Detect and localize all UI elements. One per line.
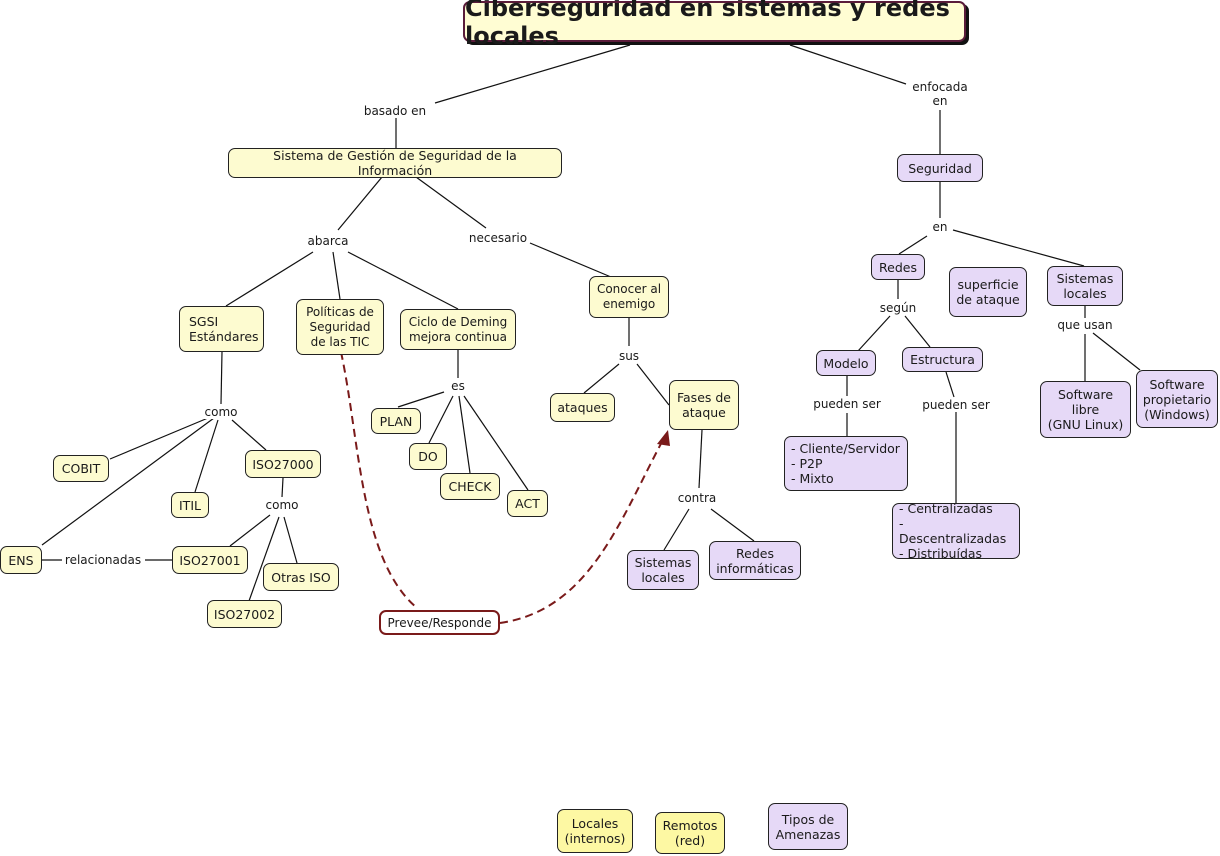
link-label: sus bbox=[616, 349, 642, 363]
link-line bbox=[663, 508, 690, 551]
link-label: según bbox=[877, 301, 919, 315]
link-line bbox=[529, 242, 612, 278]
link-line bbox=[952, 229, 1085, 267]
link-line bbox=[710, 508, 755, 542]
link-label: basado en bbox=[361, 104, 429, 118]
link-line bbox=[636, 363, 670, 406]
concept-redes-informaticas[interactable]: Redes informáticas bbox=[709, 541, 801, 580]
concept-estructura[interactable]: Estructura bbox=[902, 347, 983, 372]
concept-seguridad[interactable]: Seguridad bbox=[897, 154, 983, 182]
link-label: como bbox=[263, 498, 301, 512]
concept-cobit[interactable]: COBIT bbox=[53, 455, 109, 482]
link-line bbox=[434, 44, 631, 104]
dashed-link-politicas-prevee bbox=[340, 351, 418, 609]
link-line bbox=[248, 516, 280, 602]
concept-fases-ataque[interactable]: Fases de ataque bbox=[669, 380, 739, 430]
arrowhead-icon bbox=[657, 430, 670, 446]
concept-plan[interactable]: PLAN bbox=[371, 408, 421, 434]
link-line bbox=[415, 176, 487, 229]
link-line bbox=[332, 251, 341, 300]
link-label: relacionadas bbox=[62, 553, 144, 567]
concept-act[interactable]: ACT bbox=[507, 490, 548, 517]
concept-software-propietario[interactable]: Software propietario (Windows) bbox=[1136, 370, 1218, 428]
concept-iso27000[interactable]: ISO27000 bbox=[245, 450, 321, 478]
concept-sgsi-estandares[interactable]: SGSI Estándares bbox=[179, 306, 264, 352]
link-line bbox=[463, 395, 529, 491]
link-label: enfocada en bbox=[910, 80, 970, 108]
concept-iso27001[interactable]: ISO27001 bbox=[172, 546, 248, 574]
concept-politicas[interactable]: Políticas de Seguridad de las TIC bbox=[296, 299, 384, 355]
link-line bbox=[337, 176, 383, 231]
concept-prevee-responde[interactable]: Prevee/Responde bbox=[379, 610, 500, 635]
link-label: es bbox=[449, 379, 467, 393]
link-line bbox=[229, 514, 271, 547]
legend-tipos-amenazas: Tipos de Amenazas bbox=[768, 803, 848, 850]
link-line bbox=[1092, 332, 1141, 371]
link-line bbox=[347, 251, 459, 310]
concept-do[interactable]: DO bbox=[409, 443, 447, 470]
link-label: necesario bbox=[466, 231, 530, 245]
link-line bbox=[225, 251, 314, 307]
link-line bbox=[281, 477, 284, 498]
link-line bbox=[194, 419, 219, 493]
link-line bbox=[109, 417, 209, 460]
link-line bbox=[428, 395, 454, 444]
link-line bbox=[283, 516, 298, 564]
link-label: pueden ser bbox=[811, 397, 883, 411]
link-line bbox=[231, 419, 267, 451]
concept-ataques[interactable]: ataques bbox=[550, 393, 615, 422]
concept-sgsi[interactable]: Sistema de Gestión de Seguridad de la In… bbox=[228, 148, 562, 178]
link-line bbox=[220, 351, 223, 405]
link-line bbox=[583, 363, 620, 394]
concept-sistemas-locales[interactable]: Sistemas locales bbox=[627, 550, 699, 590]
dashed-link-prevee-fases bbox=[499, 437, 665, 624]
link-line bbox=[458, 395, 471, 474]
legend-locales: Locales (internos) bbox=[557, 809, 633, 853]
concept-redes[interactable]: Redes bbox=[871, 254, 925, 280]
link-line bbox=[904, 315, 931, 348]
concept-modelo[interactable]: Modelo bbox=[816, 350, 876, 376]
map-title: Ciberseguridad en sistemas y redes local… bbox=[463, 0, 966, 50]
link-label: que usan bbox=[1055, 318, 1115, 332]
link-line bbox=[898, 235, 928, 255]
concept-conocer-enemigo[interactable]: Conocer al enemigo bbox=[589, 276, 669, 318]
link-line bbox=[945, 371, 955, 398]
legend-remotos: Remotos (red) bbox=[655, 812, 725, 854]
concept-ciclo-deming[interactable]: Ciclo de Deming mejora continua bbox=[400, 309, 516, 350]
concept-sistemas-locales-os[interactable]: Sistemas locales bbox=[1047, 266, 1123, 306]
link-label: pueden ser bbox=[920, 398, 992, 412]
link-label: abarca bbox=[305, 234, 351, 248]
concept-modelo-tipos[interactable]: - Cliente/Servidor - P2P - Mixto bbox=[784, 436, 908, 491]
link-label: contra bbox=[675, 491, 719, 505]
link-line bbox=[857, 315, 891, 352]
concept-otras-iso[interactable]: Otras ISO bbox=[263, 563, 339, 591]
concept-estructura-tipos[interactable]: - Centralizadas - Descentralizadas - Dis… bbox=[892, 501, 1020, 561]
concept-itil[interactable]: ITIL bbox=[171, 492, 209, 518]
concept-software-libre[interactable]: Software libre (GNU Linux) bbox=[1040, 381, 1131, 438]
link-label: en bbox=[930, 220, 950, 234]
link-line bbox=[41, 417, 215, 546]
link-line bbox=[789, 44, 907, 85]
link-line bbox=[698, 429, 703, 489]
concept-check[interactable]: CHECK bbox=[440, 473, 500, 500]
link-line bbox=[397, 391, 445, 408]
concept-iso27002[interactable]: ISO27002 bbox=[207, 600, 282, 628]
concept-superficie-ataque[interactable]: superficie de ataque bbox=[949, 267, 1027, 317]
concept-ens[interactable]: ENS bbox=[0, 546, 42, 574]
link-label: como bbox=[202, 405, 240, 419]
